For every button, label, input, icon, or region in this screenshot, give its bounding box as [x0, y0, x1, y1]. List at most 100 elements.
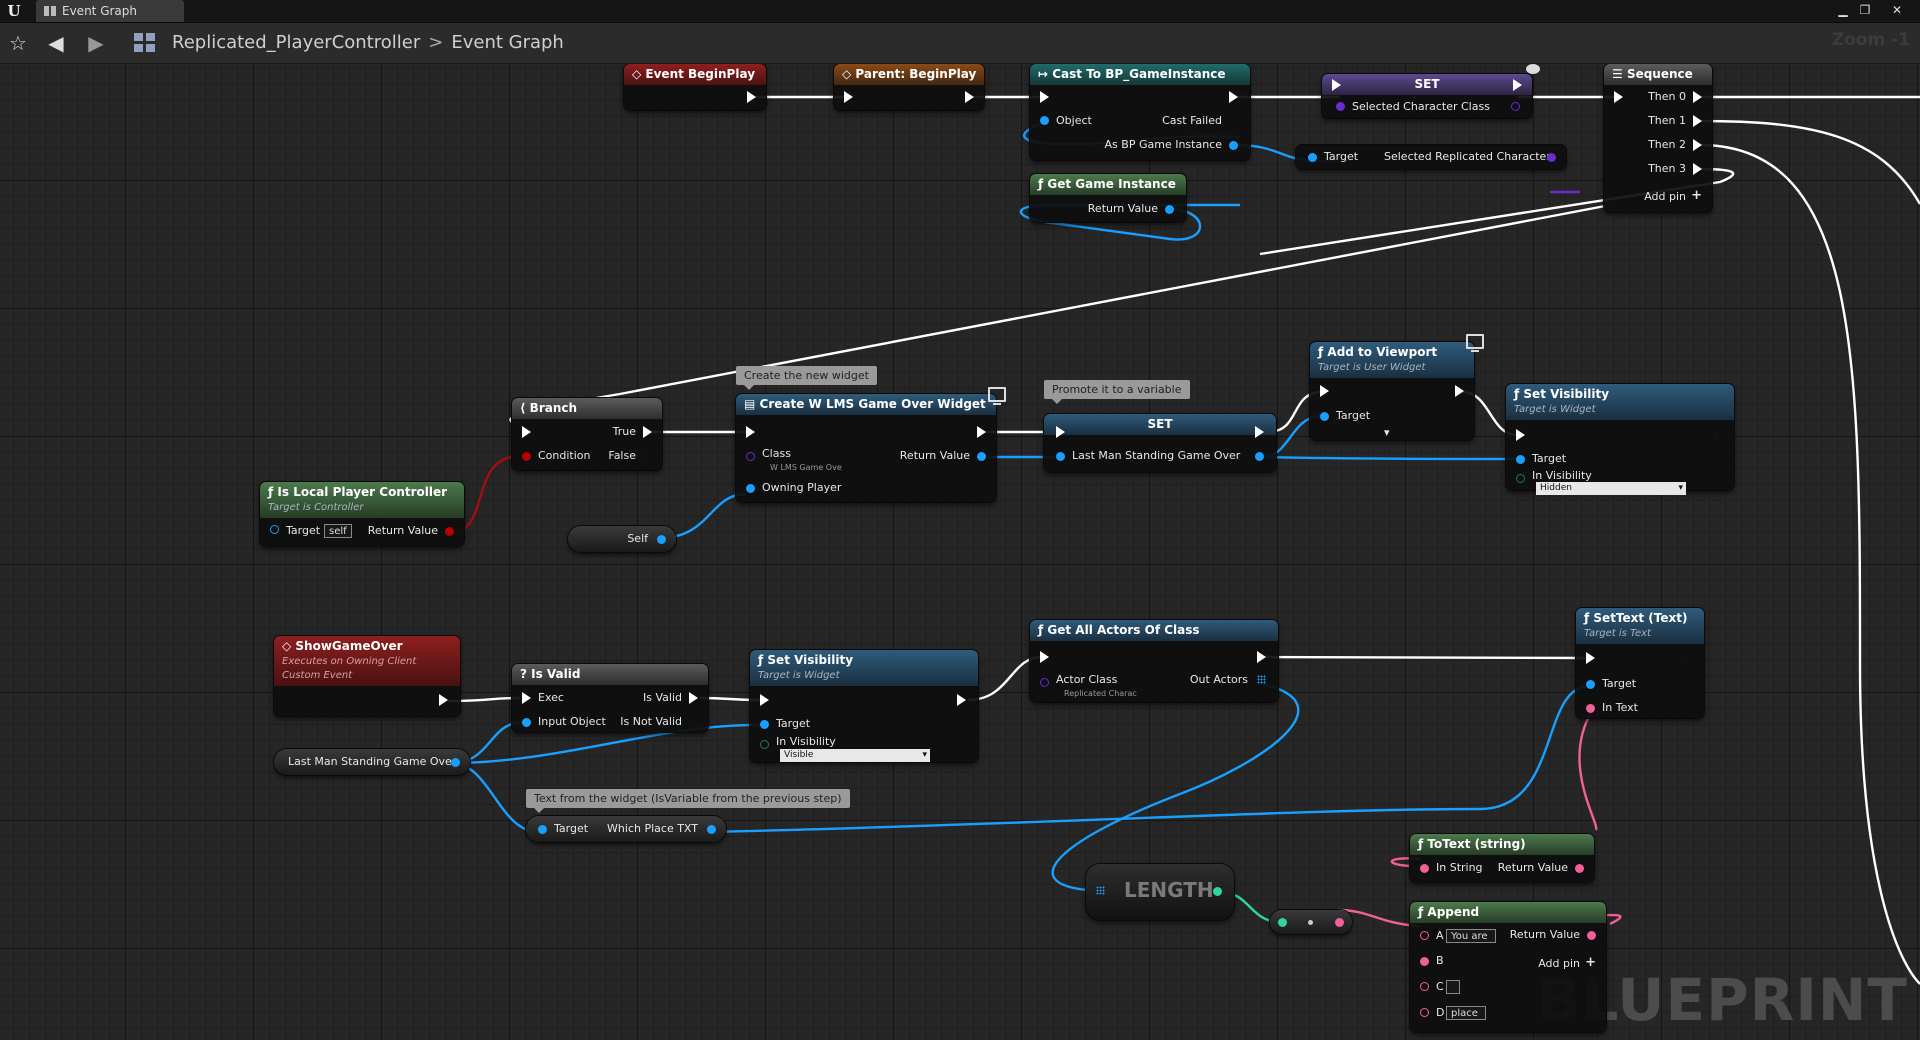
exec-out-pin[interactable] [1683, 652, 1692, 664]
exec-out-pin[interactable] [1455, 385, 1464, 397]
comment-bubble-icon[interactable] [1526, 64, 1540, 74]
plus-icon[interactable]: + [1585, 955, 1596, 970]
return-value-pin[interactable] [977, 452, 986, 461]
exec-in-pin[interactable] [1332, 79, 1341, 91]
node-is-valid[interactable]: ? Is Valid Exec Is Valid Input Object Is… [512, 664, 708, 732]
condition-pin[interactable] [522, 452, 531, 461]
owning-player-pin[interactable] [746, 484, 755, 493]
node-branch[interactable]: ⟨ Branch True Condition False [512, 398, 662, 470]
true-pin[interactable] [643, 426, 652, 438]
node-append[interactable]: ƒ Append A You are Return Value B Add pi… [1410, 902, 1606, 1032]
exec-in-pin[interactable] [1056, 426, 1065, 438]
target-pin[interactable] [1516, 455, 1525, 464]
minimize-icon[interactable]: ▁ [1838, 3, 1848, 17]
int-in-pin[interactable] [1278, 918, 1287, 927]
exec-in-pin[interactable] [760, 694, 769, 706]
in-text-pin[interactable] [1586, 704, 1595, 713]
exec-out-pin[interactable] [1513, 79, 1522, 91]
target-pin[interactable] [270, 525, 279, 534]
in-visibility-pin[interactable] [1516, 474, 1525, 483]
graph-canvas[interactable]: BLUEPRINT Create the new widget Promote … [0, 64, 1920, 1040]
comment-text-from-widget[interactable]: Text from the widget (IsVariable from th… [526, 789, 850, 813]
target-pin[interactable] [1308, 153, 1317, 162]
exec-in-pin[interactable] [1320, 385, 1329, 397]
exec-in-pin[interactable] [746, 426, 755, 438]
target-pin[interactable] [760, 720, 769, 729]
comment-promote[interactable]: Promote it to a variable [1044, 380, 1190, 404]
class-pin[interactable] [1336, 102, 1345, 111]
self-field[interactable]: self [324, 524, 352, 538]
breadcrumb-graph[interactable]: Event Graph [451, 32, 564, 53]
node-totext-string[interactable]: ƒ ToText (string) In String Return Value [1410, 834, 1594, 882]
visibility-dropdown[interactable]: Hidden [1536, 482, 1686, 495]
then-0-pin[interactable] [1693, 91, 1702, 103]
node-show-game-over[interactable]: ◇ ShowGameOver Executes on Owning Client… [274, 636, 460, 716]
input-object-pin[interactable] [522, 718, 531, 727]
in-visibility-pin[interactable] [760, 740, 769, 749]
exec-out-pin[interactable] [977, 426, 986, 438]
b-pin[interactable] [1420, 957, 1429, 966]
exec-out-pin[interactable] [1257, 651, 1266, 663]
return-value-pin[interactable] [1165, 205, 1174, 214]
string-out-pin[interactable] [1335, 918, 1344, 927]
target-pin[interactable] [538, 825, 547, 834]
class-pin[interactable] [746, 452, 755, 461]
exec-in-pin[interactable] [1040, 651, 1049, 663]
exec-in-pin[interactable] [522, 426, 531, 438]
star-icon[interactable]: ☆ [9, 31, 27, 55]
comment-create-widget[interactable]: Create the new widget [736, 366, 877, 390]
then-3-pin[interactable] [1693, 163, 1702, 175]
node-set-replicated-character[interactable]: Target Selected Replicated Character [1296, 145, 1566, 169]
cast-failed-pin[interactable] [1229, 115, 1238, 127]
then-1-pin[interactable] [1693, 115, 1702, 127]
exec-out-pin[interactable] [965, 91, 974, 103]
object-pin[interactable] [1040, 116, 1049, 125]
node-get-game-instance[interactable]: ƒ Get Game Instance Return Value [1030, 174, 1186, 222]
int-out-pin[interactable] [1213, 887, 1222, 896]
class-dropdown[interactable]: W LMS Game Ove [770, 463, 842, 472]
node-sequence[interactable]: ☰ Sequence Then 0 Then 1 Then 2 Then 3 A… [1604, 64, 1712, 212]
node-get-lms-game-over[interactable]: Last Man Standing Game Over [274, 749, 470, 775]
node-set-lms-game-over[interactable]: SET Last Man Standing Game Over [1044, 414, 1276, 472]
close-icon[interactable]: ✕ [1891, 3, 1903, 17]
exec-out-pin[interactable] [1255, 426, 1264, 438]
class-dropdown[interactable]: Replicated Charac [1064, 689, 1137, 698]
exec-in-pin[interactable] [1516, 429, 1525, 441]
c-pin[interactable] [1420, 982, 1429, 991]
c-value-field[interactable] [1446, 980, 1460, 994]
plus-icon[interactable]: + [1691, 188, 1702, 203]
array-pin-icon[interactable] [1257, 675, 1266, 684]
node-cast-to-bp-gameinstance[interactable]: ↦ Cast To BP_GameInstance Object Cast Fa… [1030, 64, 1250, 160]
visibility-dropdown[interactable]: Visible [780, 749, 930, 762]
back-arrow-icon[interactable]: ◀ [48, 31, 64, 55]
value-out-pin[interactable] [451, 758, 460, 767]
class-out-pin[interactable] [1547, 153, 1556, 162]
in-string-pin[interactable] [1420, 864, 1429, 873]
class-out-pin[interactable] [1511, 102, 1520, 111]
restore-icon[interactable]: ❐ [1859, 3, 1871, 17]
a-value-field[interactable]: You are [1446, 929, 1496, 943]
exec-out-pin[interactable] [747, 91, 756, 103]
exec-out-pin[interactable] [439, 694, 448, 706]
node-settext[interactable]: ƒ SetText (Text)Target is Text Target In… [1576, 608, 1704, 718]
node-get-all-actors-of-class[interactable]: ƒ Get All Actors Of Class Actor Class Re… [1030, 620, 1278, 702]
add-pin-button[interactable]: Add pin [1538, 957, 1580, 970]
exec-out-pin[interactable] [957, 694, 966, 706]
a-pin[interactable] [1420, 931, 1429, 940]
exec-in-pin[interactable] [1586, 652, 1595, 664]
exec-in-pin[interactable] [1614, 91, 1623, 103]
node-create-widget[interactable]: ▤ Create W LMS Game Over Widget Class W … [736, 394, 996, 502]
add-pin-button[interactable]: Add pin [1644, 190, 1686, 203]
target-pin[interactable] [1586, 680, 1595, 689]
breadcrumb-blueprint[interactable]: Replicated_PlayerController [172, 32, 421, 53]
return-value-pin[interactable] [1575, 864, 1584, 873]
exec-out-pin[interactable] [1229, 91, 1238, 103]
value-pin[interactable] [1056, 452, 1065, 461]
exec-in-pin[interactable] [1040, 91, 1049, 103]
node-which-place-txt[interactable]: Target Which Place TXT [526, 816, 726, 842]
node-length[interactable]: LENGTH [1086, 864, 1234, 920]
value-out-pin[interactable] [707, 825, 716, 834]
